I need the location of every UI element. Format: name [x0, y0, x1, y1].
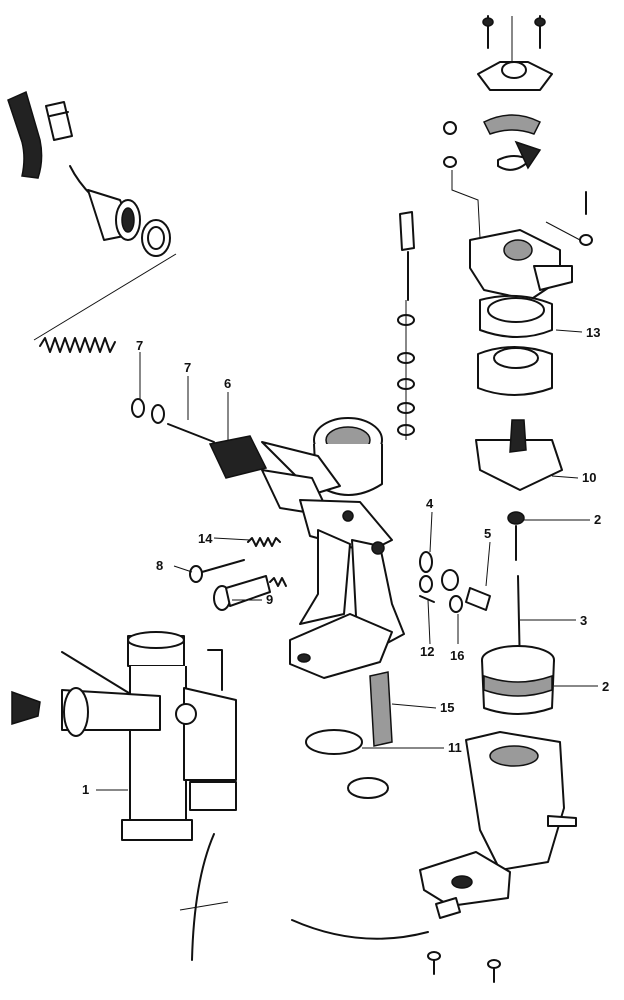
callout-4: 4	[426, 496, 434, 511]
coil-spring	[39, 337, 116, 353]
callout-7-washer: 7	[136, 338, 143, 353]
diaphragm	[482, 114, 542, 135]
float-needle-rod	[399, 211, 415, 301]
callout-13: 13	[586, 325, 600, 340]
choke-housing-13	[469, 229, 573, 396]
gasket-11	[305, 729, 363, 755]
bowl-screws	[427, 951, 501, 983]
callout-2-nut: 2	[594, 512, 601, 527]
callout-14: 14	[198, 531, 213, 546]
callout-5: 5	[484, 526, 491, 541]
washer-small	[151, 404, 165, 424]
bowl-drain-hose	[291, 919, 429, 940]
float-bowl	[419, 731, 577, 919]
fuel-strainer-ring	[141, 219, 171, 257]
spring-screw-14	[247, 537, 281, 547]
vent-valve	[497, 140, 542, 171]
gasket-10	[475, 419, 563, 491]
screw-8	[189, 559, 245, 583]
fuel-inlet-fitting	[69, 165, 141, 241]
cover-screws	[482, 15, 546, 62]
callout-16: 16	[450, 648, 464, 663]
callout-3: 3	[580, 613, 587, 628]
carburetor-vent-hose	[179, 833, 229, 961]
nut-2-small	[507, 511, 525, 561]
callout-10: 10	[582, 470, 596, 485]
top-cover-plate	[477, 61, 553, 91]
small-screw-left	[443, 121, 481, 239]
assembled-carburetor-1	[11, 631, 237, 841]
float-2	[481, 645, 555, 715]
small-screw-right	[545, 191, 593, 246]
callout-8: 8	[156, 558, 163, 573]
callout-2-float: 2	[602, 679, 609, 694]
tube-15	[369, 671, 393, 747]
callout-11: 11	[448, 740, 462, 755]
callout-12: 12	[420, 644, 434, 659]
jet-needle-7	[167, 423, 215, 443]
callout-15: 15	[440, 700, 454, 715]
leader-lines	[96, 329, 598, 791]
callout-9: 9	[266, 592, 273, 607]
callout-6: 6	[224, 376, 231, 391]
carburetor-main-body	[261, 417, 405, 679]
fuel-hose-sleeve	[45, 101, 73, 141]
o-ring	[347, 777, 389, 799]
washer-12	[419, 575, 435, 603]
washer-stack	[397, 300, 415, 440]
callout-7-needle: 7	[184, 360, 191, 375]
callout-labels: 1 2 2 3 4 5 6 7 7 8 9 10 11 12 13 14 15 …	[82, 325, 609, 797]
fitting-connector-line	[33, 253, 177, 341]
choke-sleeve-6	[208, 435, 268, 479]
callout-1: 1	[82, 782, 89, 797]
washer-7	[131, 398, 145, 418]
screw-9	[213, 575, 287, 611]
fuel-hose-elbow	[7, 90, 43, 179]
bolt-16	[449, 595, 463, 613]
banjo-bolt-5	[441, 569, 491, 611]
washer-4	[419, 551, 433, 573]
